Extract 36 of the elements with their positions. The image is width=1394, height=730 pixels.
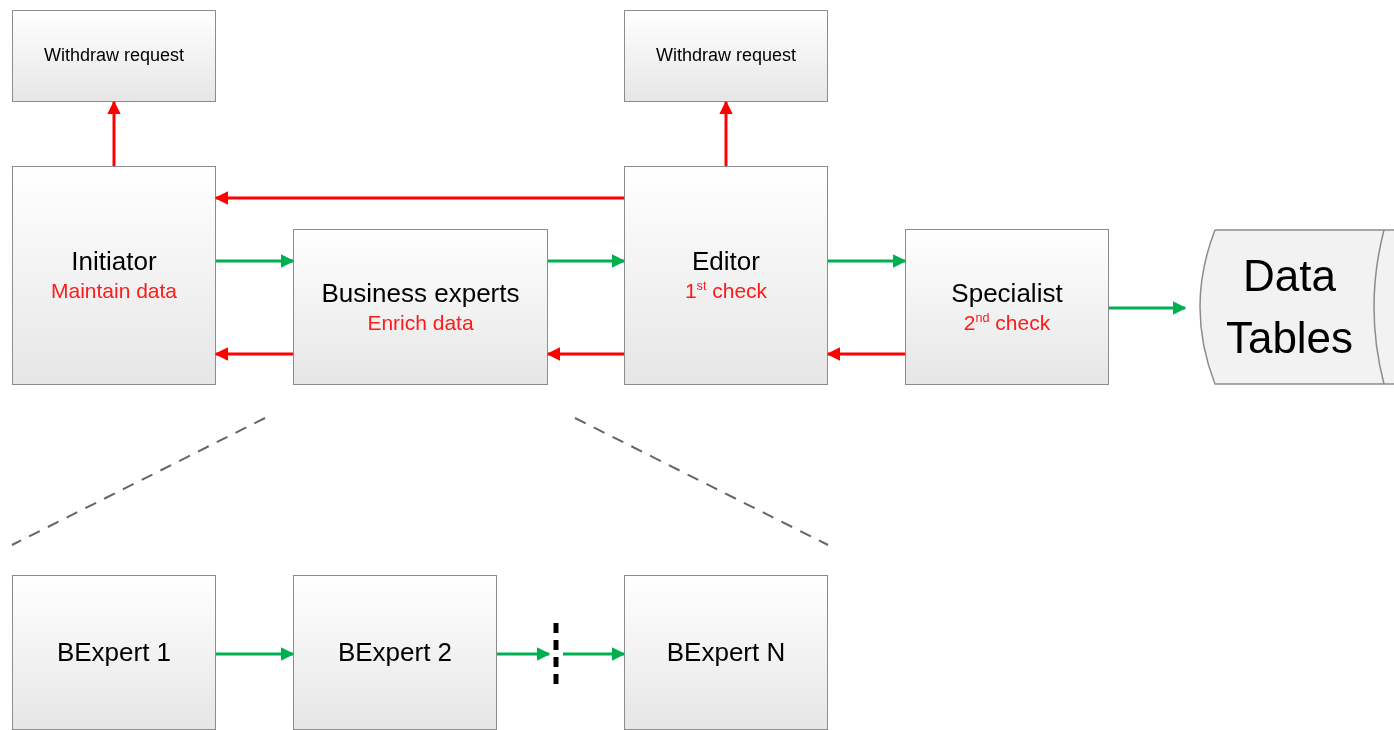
arrow xyxy=(719,100,733,166)
box-title: BExpert N xyxy=(666,636,786,669)
process-box xyxy=(624,166,828,385)
arrow xyxy=(216,647,295,661)
box-subtitle: 2$^{nd}$ check xyxy=(963,309,1051,336)
box-title: BExpert 1 xyxy=(56,636,172,669)
process-box xyxy=(12,575,216,730)
box-title: Specialist xyxy=(951,277,1063,309)
process-box xyxy=(293,229,548,385)
process-box xyxy=(12,166,216,385)
arrow xyxy=(214,347,293,361)
arrow xyxy=(548,254,626,268)
arrow xyxy=(826,347,905,361)
arrow xyxy=(107,100,121,166)
box-title: BExpert 2 xyxy=(337,636,453,669)
box-title: Withdraw request xyxy=(655,45,797,67)
arrow xyxy=(216,254,295,268)
arrow xyxy=(546,347,624,361)
process-box xyxy=(624,10,828,102)
box-subtitle: 1$^{st}$ check xyxy=(684,278,768,305)
box-subtitle: Enrich data xyxy=(367,309,474,336)
arrow xyxy=(497,647,551,661)
process-box xyxy=(293,575,497,730)
arrow xyxy=(214,191,624,205)
process-box xyxy=(12,10,216,102)
arrow xyxy=(828,254,907,268)
process-box xyxy=(905,229,1109,385)
process-box xyxy=(624,575,828,730)
box-title: Editor xyxy=(692,246,760,278)
box-title: Withdraw request xyxy=(43,45,185,67)
box-title: Business experts xyxy=(321,277,520,309)
box-title: Data Tables xyxy=(1224,250,1355,364)
arrow xyxy=(1109,301,1187,315)
box-subtitle: Maintain data xyxy=(50,278,178,305)
arrow xyxy=(563,647,626,661)
box-title: Initiator xyxy=(71,246,157,278)
